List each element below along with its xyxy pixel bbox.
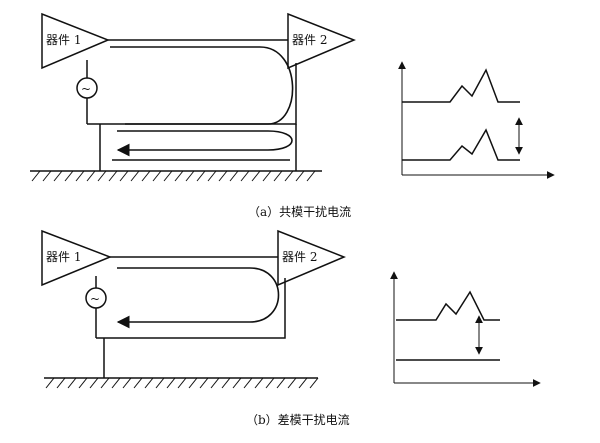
hatch-line bbox=[295, 170, 305, 182]
device2-label-b: 器件 2 bbox=[282, 250, 317, 264]
hatch-line bbox=[251, 170, 261, 182]
caption-b: （b）差模干扰电流 bbox=[246, 413, 350, 427]
hatch-line bbox=[152, 170, 162, 182]
hatch-line bbox=[177, 377, 187, 389]
hatch-line bbox=[86, 170, 96, 182]
hatch-line bbox=[207, 170, 217, 182]
hatch-line bbox=[232, 377, 242, 389]
return-wire-a bbox=[87, 63, 297, 125]
hatch-line bbox=[254, 377, 264, 389]
hatch-line bbox=[287, 377, 297, 389]
device2-label-a: 器件 2 bbox=[292, 33, 327, 47]
hatch-line bbox=[42, 170, 52, 182]
hatch-line bbox=[133, 377, 143, 389]
hatch-line bbox=[56, 377, 66, 389]
hatch-line bbox=[141, 170, 151, 182]
hatch-line bbox=[100, 377, 110, 389]
hatch-line bbox=[265, 377, 275, 389]
hatch-line bbox=[89, 377, 99, 389]
hatch-line bbox=[64, 170, 74, 182]
hatch-line bbox=[210, 377, 220, 389]
device1-triangle-a bbox=[41, 12, 110, 70]
device1-triangle-b bbox=[41, 229, 113, 287]
hatch-line bbox=[243, 377, 253, 389]
hatch-line bbox=[276, 377, 286, 389]
hatch-line bbox=[111, 377, 121, 389]
hatch-line bbox=[75, 170, 85, 182]
ground-hatching-b bbox=[45, 377, 319, 389]
hatch-line bbox=[309, 377, 319, 389]
hatch-line bbox=[31, 170, 41, 182]
waveform-plot-b bbox=[390, 271, 541, 387]
hatch-line bbox=[174, 170, 184, 182]
hatch-line bbox=[97, 170, 107, 182]
hatch-line bbox=[188, 377, 198, 389]
hatch-line bbox=[78, 377, 88, 389]
hatch-line bbox=[166, 377, 176, 389]
hatch-line bbox=[221, 377, 231, 389]
hatch-line bbox=[262, 170, 272, 182]
hatch-line bbox=[144, 377, 154, 389]
hatch-line bbox=[240, 170, 250, 182]
hatch-line bbox=[218, 170, 228, 182]
device1-label-a: 器件 1 bbox=[46, 33, 81, 47]
waveform-upper-b bbox=[396, 290, 500, 321]
ac-source-symbol-a: ~ bbox=[81, 82, 91, 96]
ac-source-symbol-b: ~ bbox=[90, 292, 100, 306]
current-loop-outer-a bbox=[110, 46, 294, 125]
hatch-line bbox=[67, 377, 77, 389]
diagram-common-mode: 器件 1 器件 2 ~ （a）共模干扰电流 bbox=[30, 12, 555, 219]
waveform-lower-a bbox=[402, 128, 520, 161]
device2-triangle-b bbox=[277, 229, 346, 287]
waveform-upper-a bbox=[402, 68, 520, 103]
hatch-line bbox=[122, 377, 132, 389]
ground-hatching-a bbox=[31, 170, 316, 182]
hatch-line bbox=[284, 170, 294, 182]
caption-a: （a）共模干扰电流 bbox=[248, 205, 351, 219]
diagram-differential-mode: 器件 1 器件 2 ~ （b）差模干扰电流 bbox=[41, 229, 541, 427]
hatch-line bbox=[298, 377, 308, 389]
hatch-line bbox=[163, 170, 173, 182]
hatch-line bbox=[185, 170, 195, 182]
hatch-line bbox=[108, 170, 118, 182]
return-wire-b bbox=[96, 278, 286, 339]
hatch-line bbox=[229, 170, 239, 182]
hatch-line bbox=[45, 377, 55, 389]
device2-triangle-a bbox=[287, 12, 356, 70]
hatch-line bbox=[273, 170, 283, 182]
hatch-line bbox=[155, 377, 165, 389]
hatch-line bbox=[196, 170, 206, 182]
hatch-line bbox=[199, 377, 209, 389]
current-loop-b bbox=[116, 267, 280, 329]
hatch-line bbox=[53, 170, 63, 182]
hatch-line bbox=[130, 170, 140, 182]
hatch-line bbox=[119, 170, 129, 182]
waveform-plot-a bbox=[398, 61, 555, 179]
device1-label-b: 器件 1 bbox=[46, 250, 81, 264]
current-loop-inner-a bbox=[116, 130, 293, 157]
hatch-line bbox=[306, 170, 316, 182]
